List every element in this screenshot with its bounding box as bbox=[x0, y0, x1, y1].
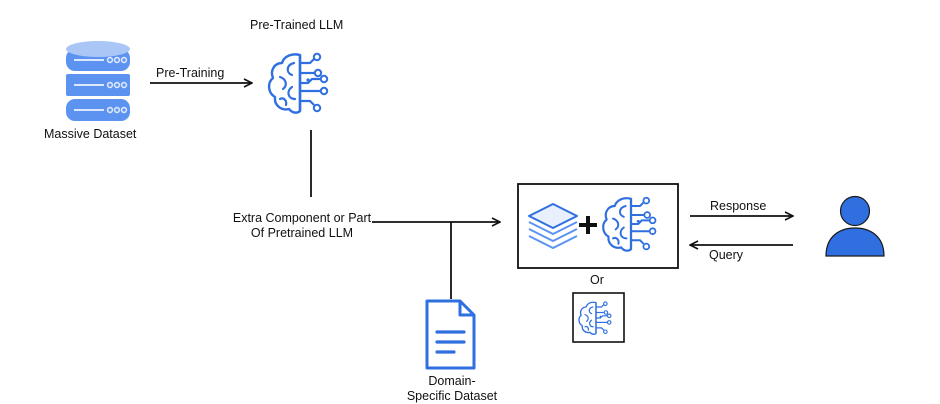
or-label: Or bbox=[590, 273, 604, 287]
combined-model-box bbox=[517, 183, 679, 269]
database-icon bbox=[66, 41, 130, 121]
plus-icon bbox=[579, 216, 597, 234]
user-icon bbox=[825, 195, 885, 257]
extra-component-line2: Of Pretrained LLM bbox=[250, 226, 354, 240]
domain-line2: Specific Dataset bbox=[406, 389, 498, 403]
document-icon bbox=[425, 299, 476, 370]
query-label: Query bbox=[709, 248, 744, 262]
pretrained-llm-brain-icon bbox=[267, 52, 329, 114]
domain-line1: Domain- bbox=[428, 374, 476, 388]
extra-component-label: Extra Component or Part Of Pretrained LL… bbox=[214, 211, 390, 241]
massive-dataset-label: Massive Dataset bbox=[44, 127, 137, 141]
pre-trained-llm-label: Pre-Trained LLM bbox=[250, 18, 344, 32]
response-label: Response bbox=[710, 199, 767, 213]
extra-component-line1: Extra Component or Part bbox=[232, 211, 372, 225]
pre-training-label: Pre-Training bbox=[156, 66, 225, 80]
